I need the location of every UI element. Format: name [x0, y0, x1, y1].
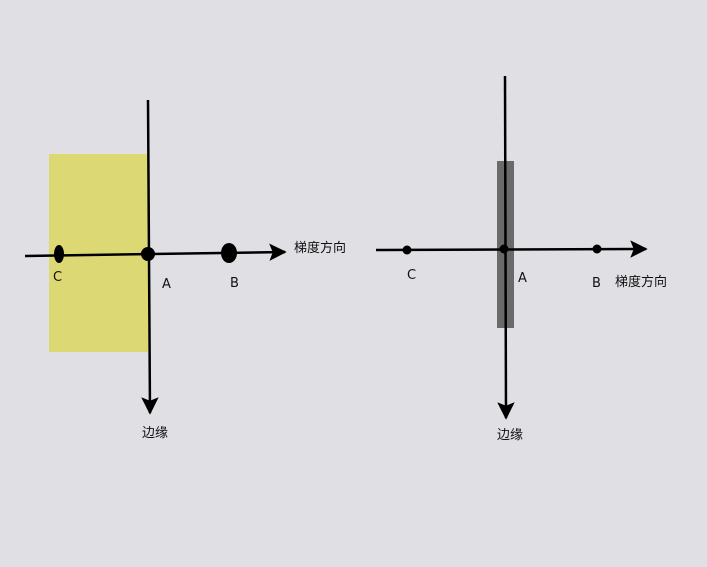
left-point-b-marker [221, 243, 237, 263]
right-edge-label: 边缘 [497, 428, 523, 443]
right-point-b-marker [592, 244, 602, 254]
right-point-c-label: C [407, 268, 416, 283]
left-point-a-marker [141, 247, 155, 261]
left-edge-label: 边缘 [142, 426, 168, 441]
right-diagram: C A B 梯度方向 边缘 [375, 75, 667, 443]
right-point-c-marker [402, 245, 412, 255]
right-point-b-label: B [592, 276, 601, 291]
left-point-a-label: A [162, 277, 171, 292]
left-region-rect [49, 154, 148, 352]
left-diagram: C A B 梯度方向 边缘 [24, 99, 346, 441]
right-gradient-direction-label: 梯度方向 [615, 274, 667, 290]
right-point-a-label: A [518, 271, 527, 286]
right-point-a-marker [499, 244, 509, 254]
left-gradient-direction-label: 梯度方向 [294, 240, 346, 256]
left-point-c-marker [54, 245, 64, 263]
right-gradient-axis [375, 240, 648, 258]
left-point-b-label: B [230, 276, 239, 291]
left-point-c-label: C [53, 270, 62, 285]
